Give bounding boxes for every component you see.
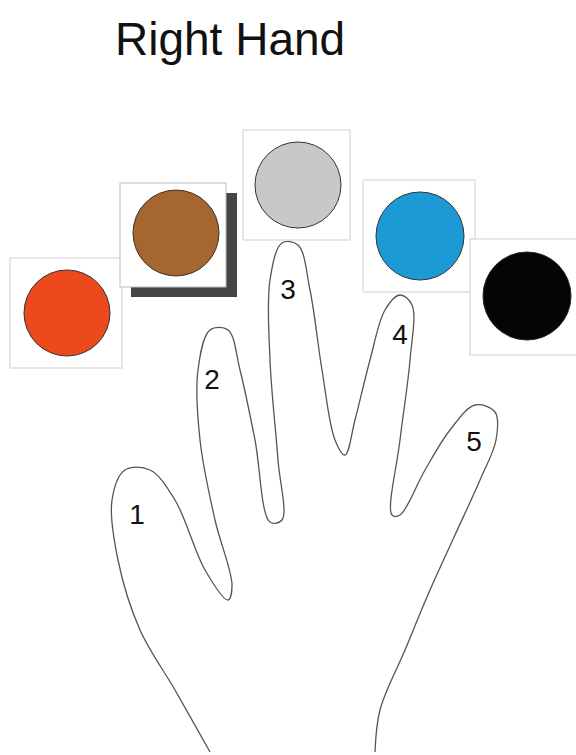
blue-card: [363, 180, 475, 292]
finger-number: 4: [392, 321, 408, 349]
finger-number: 1: [129, 501, 145, 529]
hand-outline: [111, 241, 498, 752]
finger-number: 5: [466, 428, 482, 456]
title: Right Hand: [115, 12, 345, 67]
black-card: [470, 239, 576, 355]
finger-number: 2: [204, 366, 220, 394]
grey-card: [243, 130, 350, 240]
brown-card: [120, 183, 237, 297]
finger-number: 3: [280, 276, 296, 304]
red-card: [10, 258, 122, 368]
